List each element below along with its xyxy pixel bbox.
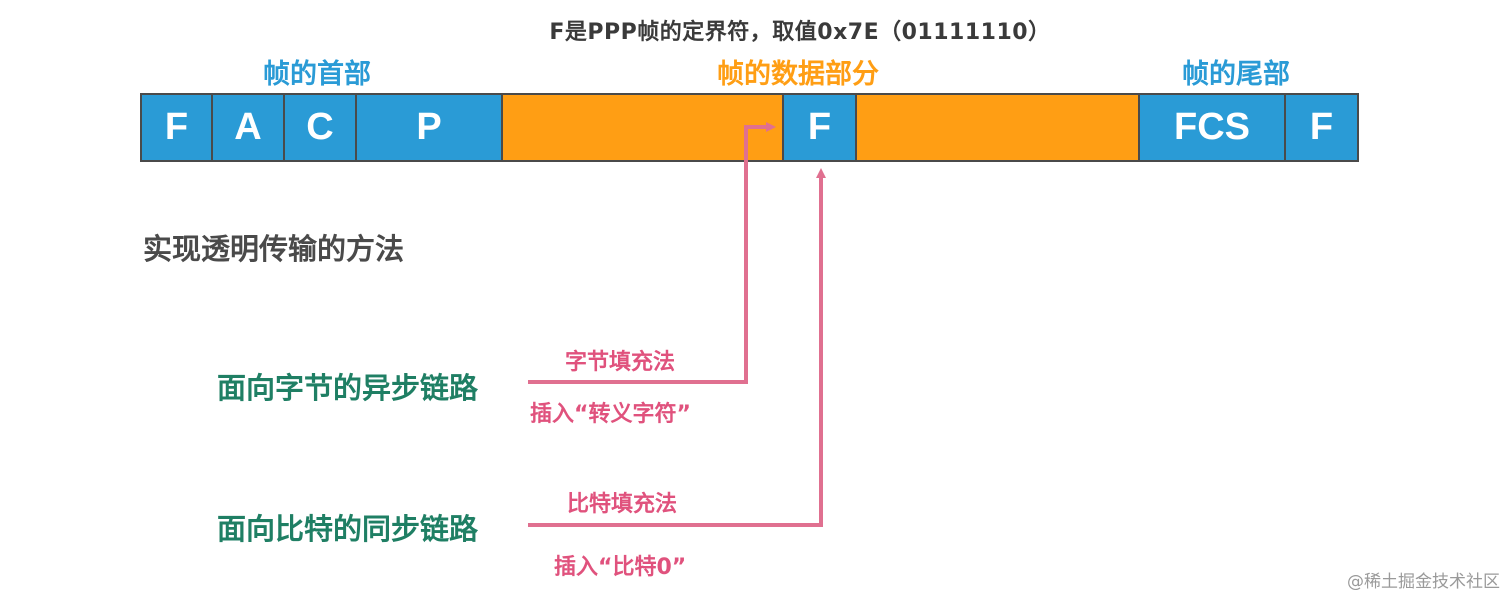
frame-tail-label: 帧的尾部 — [1182, 59, 1290, 90]
watermark: @稀土掘金技术社区 — [1347, 572, 1500, 592]
insert-escape-char-label: 插入“转义字符” — [530, 402, 691, 427]
sync-bit-link-label: 面向比特的同步链路 — [217, 512, 479, 546]
delimiter-note-text: F是PPP帧的定界符，取值0x7E（01111110） — [549, 20, 1051, 45]
frame-cell-flag-start: F — [142, 95, 213, 160]
frame-cell-data-left — [503, 95, 784, 160]
frame-cell-control: C — [285, 95, 357, 160]
async-byte-link-label: 面向字节的异步链路 — [217, 371, 479, 405]
frame-head-label: 帧的首部 — [263, 59, 371, 90]
byte-stuffing-label: 字节填充法 — [565, 350, 676, 375]
frame-cell-data-right — [857, 95, 1140, 160]
frame-data-label: 帧的数据部分 — [717, 59, 879, 90]
frame-cell-address: A — [213, 95, 285, 160]
transparent-transmission-heading: 实现透明传输的方法 — [143, 232, 405, 266]
delimiter-note: F是PPP帧的定界符，取值0x7E（01111110） — [0, 14, 1512, 46]
frame-cell-flag-in-data: F — [784, 95, 857, 160]
bit-stuffing-label: 比特填充法 — [567, 492, 678, 517]
ppp-frame: F A C P F FCS F — [140, 93, 1359, 162]
insert-zero-bit-label: 插入“比特0” — [554, 555, 687, 580]
frame-cell-fcs: FCS — [1140, 95, 1286, 160]
frame-cell-protocol: P — [357, 95, 503, 160]
frame-cell-flag-end: F — [1286, 95, 1357, 160]
